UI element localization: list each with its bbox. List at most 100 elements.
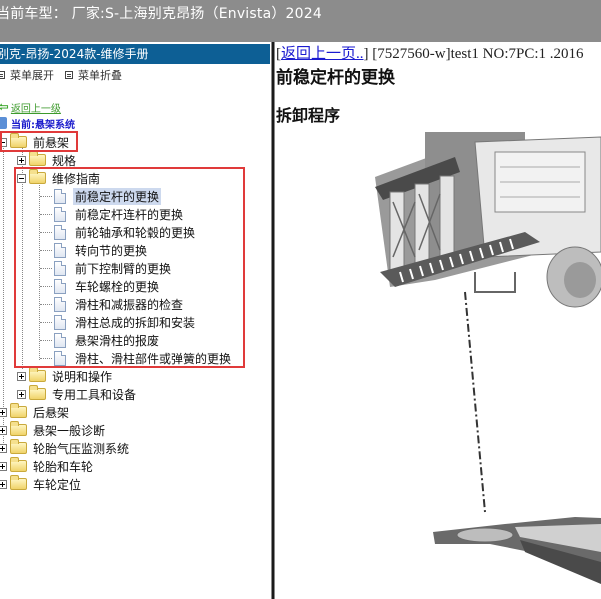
folder-icon (29, 367, 46, 382)
tree-doc-item[interactable]: 滑柱和减振器的检查 (40, 295, 185, 313)
expand-toggle-icon[interactable] (0, 443, 7, 453)
manual-title: 别克-昂扬-2024款-维修手册 (0, 44, 270, 64)
tree-doc-item[interactable]: 车轮螺栓的更换 (40, 277, 161, 295)
tree-node-label: 车轮定位 (33, 477, 82, 492)
tree-connector (40, 321, 52, 323)
tree-connector (40, 249, 52, 251)
tree-doc-item[interactable]: 悬架滑柱的报废 (40, 331, 161, 349)
tree-node-label: 说明和操作 (52, 369, 113, 384)
folder-open-icon (10, 133, 27, 148)
tree-guide (22, 143, 23, 369)
tree-doc-item[interactable]: 滑柱、滑柱部件或弹簧的更换 (40, 349, 233, 367)
folder-icon (29, 385, 46, 400)
tree-doc-label: 前下控制臂的更换 (75, 261, 172, 276)
document-icon (54, 260, 66, 276)
expand-toggle-icon[interactable] (17, 155, 26, 165)
tree-node-label: 后悬架 (33, 405, 70, 420)
tree-doc-label: 转向节的更换 (75, 243, 148, 258)
tree-node-suspension-diagnosis[interactable]: 悬架一般诊断 (0, 421, 107, 439)
folder-icon (10, 403, 27, 418)
folder-icon (10, 475, 27, 490)
document-icon (54, 350, 66, 366)
back-up-level-label: 返回上一级 (10, 103, 61, 115)
pane-splitter[interactable] (271, 42, 275, 599)
document-pane: [返回上一页..] [7527560-w]test1 NO:7PC:1 .201… (275, 42, 601, 599)
tree-doc-label: 前稳定杆连杆的更换 (75, 207, 184, 222)
menu-bar: 菜单展开 菜单折叠 (0, 66, 136, 84)
folder-icon (10, 439, 27, 454)
tree-node-label: 轮胎和车轮 (33, 459, 94, 474)
expand-toggle-icon[interactable] (0, 479, 7, 489)
tree-node-label: 前悬架 (33, 135, 70, 150)
tree-doc-item[interactable]: 前稳定杆的更换 (40, 187, 162, 205)
expand-toggle-icon[interactable] (0, 461, 7, 471)
document-icon (54, 206, 66, 222)
tree-doc-item[interactable]: 前轮轴承和轮毂的更换 (40, 223, 197, 241)
tree-node-wheel-alignment[interactable]: 车轮定位 (0, 475, 83, 493)
back-up-level-link[interactable]: ⇦ 返回上一级 (0, 99, 61, 115)
tree-connector (40, 285, 52, 287)
tree-connector (40, 213, 52, 215)
section-heading: 拆卸程序 (276, 106, 341, 125)
folder-open-icon (29, 169, 46, 184)
document-icon (54, 296, 66, 312)
tree-node-label: 轮胎气压监测系统 (33, 441, 130, 456)
page-title: 前稳定杆的更换 (276, 68, 395, 88)
tree-doc-label: 悬架滑柱的报废 (75, 333, 160, 348)
document-icon (54, 242, 66, 258)
menu-collapse-button[interactable]: 菜单折叠 (65, 67, 122, 83)
tree-node-label: 悬架一般诊断 (33, 423, 106, 438)
expand-toggle-icon[interactable] (17, 389, 26, 399)
tree-guide (3, 143, 4, 453)
collapse-toggle-icon[interactable] (0, 137, 7, 147)
tree-doc-item[interactable]: 滑柱总成的拆卸和安装 (40, 313, 197, 331)
document-icon (54, 332, 66, 348)
tree-node-label: 专用工具和设备 (52, 387, 137, 402)
stabilizer-bar-diagram (375, 132, 601, 584)
folder-icon (10, 457, 27, 472)
expand-toggle-icon[interactable] (0, 407, 7, 417)
tree-doc-item[interactable]: 前下控制臂的更换 (40, 259, 173, 277)
window-title: 当前车型： 厂家:S-上海别克昂扬（Envista）2024 (0, 6, 322, 22)
list-icon (0, 71, 5, 79)
expand-toggle-icon[interactable] (17, 371, 26, 381)
tree-node-repair-guide[interactable]: 维修指南 (17, 169, 102, 187)
tree-node-label: 维修指南 (52, 171, 101, 186)
tree-doc-label-selected: 前稳定杆的更换 (73, 187, 162, 205)
collapse-toggle-icon[interactable] (17, 173, 26, 183)
document-meta: [7527560-w]test1 NO:7PC:1 .2016 (368, 46, 584, 62)
tree-connector (40, 195, 52, 197)
tree-node-rear-suspension[interactable]: 后悬架 (0, 403, 71, 421)
tree-connector (40, 303, 52, 305)
tree-connector (40, 339, 52, 341)
back-page-link[interactable]: 返回上一页.. (281, 46, 364, 62)
tree-connector (40, 231, 52, 233)
tree-doc-label: 前轮轴承和轮毂的更换 (75, 225, 196, 240)
title-bar: 当前车型： 厂家:S-上海别克昂扬（Envista）2024 (0, 0, 601, 42)
tree-node-specs[interactable]: 规格 (17, 151, 78, 169)
tree-doc-label: 滑柱总成的拆卸和安装 (75, 315, 196, 330)
list-icon (65, 71, 73, 79)
tree-doc-item[interactable]: 前稳定杆连杆的更换 (40, 205, 185, 223)
tree-connector (40, 267, 52, 269)
navigation-pane: 别克-昂扬-2024款-维修手册 菜单展开 菜单折叠 ⇦ 返回上一级 当前:悬架… (0, 42, 271, 599)
tree-node-tires-wheels[interactable]: 轮胎和车轮 (0, 457, 95, 475)
tree-node-front-suspension[interactable]: 前悬架 (0, 133, 71, 151)
tree-doc-item[interactable]: 转向节的更换 (40, 241, 149, 259)
tree-connector (40, 357, 52, 359)
tree-node-special-tools[interactable]: 专用工具和设备 (17, 385, 138, 403)
menu-expand-button[interactable]: 菜单展开 (0, 67, 54, 83)
document-icon (54, 224, 66, 240)
tree-node-label: 规格 (52, 153, 77, 168)
computer-icon (0, 117, 7, 129)
current-location: 当前:悬架系统 (0, 115, 75, 131)
tree-guide (39, 180, 40, 360)
tree-node-description-operation[interactable]: 说明和操作 (17, 367, 114, 385)
tree-node-tpms[interactable]: 轮胎气压监测系统 (0, 439, 131, 457)
expand-toggle-icon[interactable] (0, 425, 7, 435)
document-icon (54, 188, 66, 204)
highlight-box-repair-guide (14, 167, 245, 368)
green-arrow-left-icon: ⇦ (0, 99, 9, 115)
menu-collapse-label: 菜单折叠 (78, 69, 122, 82)
breadcrumb: [返回上一页..] [7527560-w]test1 NO:7PC:1 .201… (276, 46, 584, 62)
